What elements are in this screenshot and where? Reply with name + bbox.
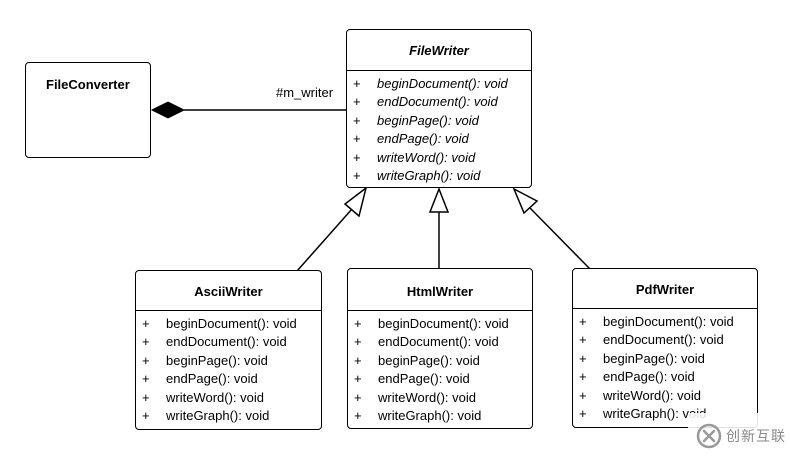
member-item: +writeWord(): void bbox=[142, 389, 265, 405]
member-item: +writeGraph(): void bbox=[354, 408, 482, 424]
member-item: +writeWord(): void bbox=[579, 387, 702, 403]
member-item: +beginDocument(): void bbox=[142, 316, 297, 331]
class-name: FileWriter bbox=[347, 30, 531, 71]
member-item: +endPage(): void bbox=[142, 371, 258, 387]
member-list: +beginDocument(): void +endDocument(): v… bbox=[347, 71, 531, 185]
generalization-line-pdf bbox=[529, 207, 591, 270]
composition-role-label: #m_writer bbox=[276, 85, 334, 100]
member-item: +beginPage(): void bbox=[353, 112, 479, 128]
member-item: +beginDocument(): void bbox=[353, 76, 508, 91]
composition-diamond bbox=[150, 101, 186, 119]
member-item: +writeGraph(): void bbox=[142, 408, 270, 424]
member-item: +endDocument(): void bbox=[353, 94, 498, 110]
class-file-converter[interactable]: FileConverter bbox=[25, 62, 151, 158]
member-list: +beginDocument(): void +endDocument(): v… bbox=[348, 311, 532, 425]
member-list: +beginDocument(): void +endDocument(): v… bbox=[573, 309, 757, 423]
class-name: FileConverter bbox=[46, 77, 130, 92]
class-name: HtmlWriter bbox=[348, 269, 532, 311]
member-item: +writeGraph(): void bbox=[353, 168, 481, 184]
member-item: +writeWord(): void bbox=[354, 389, 477, 405]
watermark: 创新互联 bbox=[688, 413, 790, 458]
watermark-text: 创新互联 bbox=[726, 428, 786, 444]
class-ascii-writer[interactable]: AsciiWriter +beginDocument(): void +endD… bbox=[135, 270, 322, 430]
class-name: PdfWriter bbox=[573, 269, 757, 309]
member-item: +endDocument(): void bbox=[354, 334, 499, 350]
class-html-writer[interactable]: HtmlWriter +beginDocument(): void +endDo… bbox=[347, 268, 533, 429]
member-item: +endPage(): void bbox=[579, 369, 695, 385]
class-name: AsciiWriter bbox=[136, 271, 321, 311]
generalization-line-ascii bbox=[296, 208, 353, 272]
member-item: +writeWord(): void bbox=[353, 149, 476, 165]
member-item: +endDocument(): void bbox=[579, 332, 724, 348]
member-item: +beginDocument(): void bbox=[579, 314, 734, 329]
generalization-arrowhead-ascii bbox=[343, 186, 368, 218]
member-item: +endPage(): void bbox=[354, 371, 470, 387]
member-item: +beginPage(): void bbox=[354, 352, 480, 368]
member-item: +beginPage(): void bbox=[579, 350, 705, 366]
member-item: +endDocument(): void bbox=[142, 334, 287, 350]
member-item: +writeGraph(): void bbox=[579, 406, 707, 422]
generalization-arrowhead-html bbox=[428, 186, 450, 213]
member-item: +beginDocument(): void bbox=[354, 316, 509, 331]
brand-logo-icon bbox=[696, 423, 722, 454]
member-list: +beginDocument(): void +endDocument(): v… bbox=[136, 311, 321, 425]
member-item: +beginPage(): void bbox=[142, 352, 268, 368]
class-pdf-writer[interactable]: PdfWriter +beginDocument(): void +endDoc… bbox=[572, 268, 758, 428]
generalization-arrowhead-pdf bbox=[512, 187, 539, 215]
class-file-writer[interactable]: FileWriter +beginDocument(): void +endDo… bbox=[346, 29, 532, 188]
member-item: +endPage(): void bbox=[353, 131, 469, 147]
